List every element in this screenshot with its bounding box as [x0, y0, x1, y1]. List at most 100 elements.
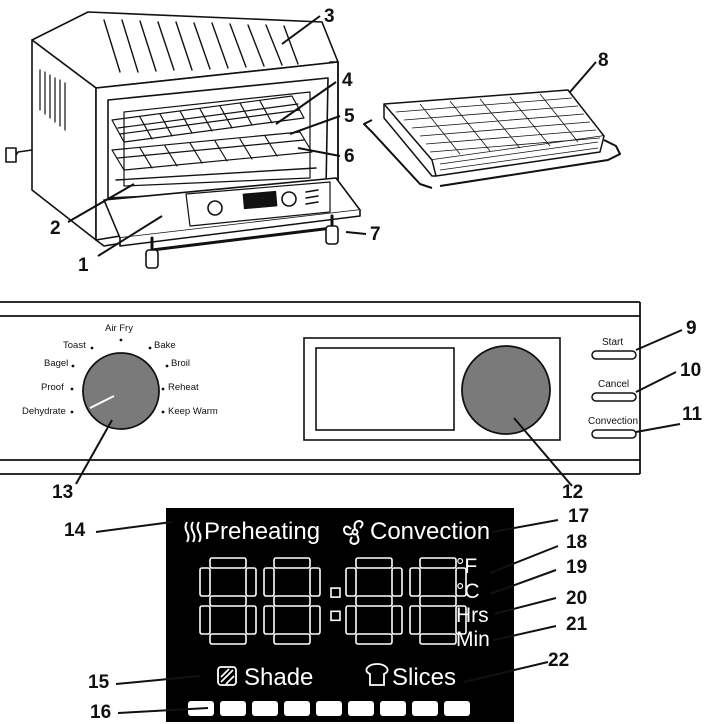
shade-icon [217, 666, 237, 686]
digit-segment [309, 567, 321, 597]
callout-4: 4 [342, 70, 353, 91]
fahrenheit-indicator: °F [456, 555, 478, 578]
colon-dot [330, 587, 341, 598]
callout-19: 19 [566, 557, 588, 578]
digit-segment [455, 605, 467, 635]
callout-1: 1 [78, 255, 89, 276]
shade-bar [188, 701, 470, 716]
callout-17: 17 [568, 506, 590, 527]
digit-segment [419, 595, 457, 607]
callout-21: 21 [566, 614, 588, 635]
digit-display [199, 557, 467, 645]
callout-6: 6 [344, 146, 355, 167]
digit-segment [409, 605, 421, 635]
callout-5: 5 [344, 106, 355, 127]
digit-segment [199, 567, 211, 597]
callout-15: 15 [88, 672, 110, 693]
cancel-button-label: Cancel [598, 379, 630, 390]
control-panel-frame [0, 301, 641, 475]
digit-segment [345, 567, 357, 597]
callout-16: 16 [90, 702, 112, 723]
callout-18: 18 [566, 532, 588, 553]
convection-button-label: Convection [588, 416, 639, 427]
start-button-shape [591, 350, 637, 360]
display-window [315, 347, 455, 431]
digit-segment [419, 633, 457, 645]
callout-8: 8 [598, 50, 609, 71]
digit-segment [245, 605, 257, 635]
slices-indicator: Slices [392, 664, 457, 691]
convection-button-shape [591, 429, 637, 439]
start-button-label: Start [602, 337, 624, 348]
dial-label-toast: Toast [63, 340, 86, 351]
heat-icon [184, 521, 202, 543]
hours-indicator: Hrs [456, 604, 489, 627]
digit-segment [209, 633, 247, 645]
lower-rack [111, 131, 313, 171]
digit-segment [209, 595, 247, 607]
shade-bar-segment [444, 701, 470, 716]
celsius-indicator: °C [456, 580, 480, 603]
callout-2: 2 [50, 218, 61, 239]
shade-bar-segment [348, 701, 374, 716]
shade-bar-segment [412, 701, 438, 716]
digit-segment [273, 557, 311, 569]
display-bezel [303, 337, 561, 441]
digit-segment [355, 557, 393, 569]
colon-dot [330, 610, 341, 622]
dial-label-dehydrate: Dehydrate [22, 406, 66, 417]
digit-segment [409, 567, 421, 597]
fan-icon [342, 519, 364, 546]
dial-label-reheat: Reheat [168, 382, 199, 393]
shade-bar-segment [316, 701, 342, 716]
callout-13: 13 [52, 482, 74, 503]
digit-segment [245, 567, 257, 597]
minutes-indicator: Min [456, 628, 490, 651]
callout-14: 14 [64, 520, 86, 541]
oven-cavity [107, 77, 329, 199]
digit-segment [209, 557, 247, 569]
control-knob [461, 345, 551, 435]
digit-segment [273, 633, 311, 645]
convection-indicator: Convection [370, 518, 491, 545]
digit-segment [391, 605, 403, 635]
cancel-button-shape [591, 392, 637, 402]
callout-7: 7 [370, 224, 381, 245]
dial-label-broil: Broil [171, 358, 191, 369]
dial-label-bake: Bake [154, 340, 176, 351]
shade-bar-segment [284, 701, 310, 716]
callout-10: 10 [680, 360, 702, 381]
digit-segment [273, 595, 311, 607]
callout-12: 12 [562, 482, 584, 503]
dial-label-proof: Proof [41, 382, 64, 393]
dial-label-bagel: Bagel [44, 358, 69, 369]
callout-3: 3 [324, 6, 335, 27]
dial-label-keep-warm: Keep Warm [168, 406, 218, 417]
digit-segment [419, 557, 457, 569]
digit-segment [309, 605, 321, 635]
callout-22: 22 [548, 650, 570, 671]
callout-20: 20 [566, 588, 588, 609]
digit-segment [345, 605, 357, 635]
shade-bar-segment [220, 701, 246, 716]
dial-label-air-fry: Air Fry [105, 323, 133, 334]
function-dial [82, 352, 160, 430]
digit-segment [355, 633, 393, 645]
digit-segment [263, 605, 275, 635]
upper-rack [111, 95, 305, 143]
digit-segment [391, 567, 403, 597]
digit-segment [355, 595, 393, 607]
shade-bar-segment [252, 701, 278, 716]
callout-11: 11 [682, 404, 703, 425]
bread-slice-icon [365, 663, 389, 686]
shade-indicator: Shade [244, 664, 314, 691]
digit-segment [455, 567, 467, 597]
digit-segment [199, 605, 211, 635]
callout-9: 9 [686, 318, 697, 339]
digit-segment [263, 567, 275, 597]
air-fry-basket [363, 89, 621, 189]
shade-bar-segment [380, 701, 406, 716]
preheating-indicator: Preheating [204, 518, 321, 545]
